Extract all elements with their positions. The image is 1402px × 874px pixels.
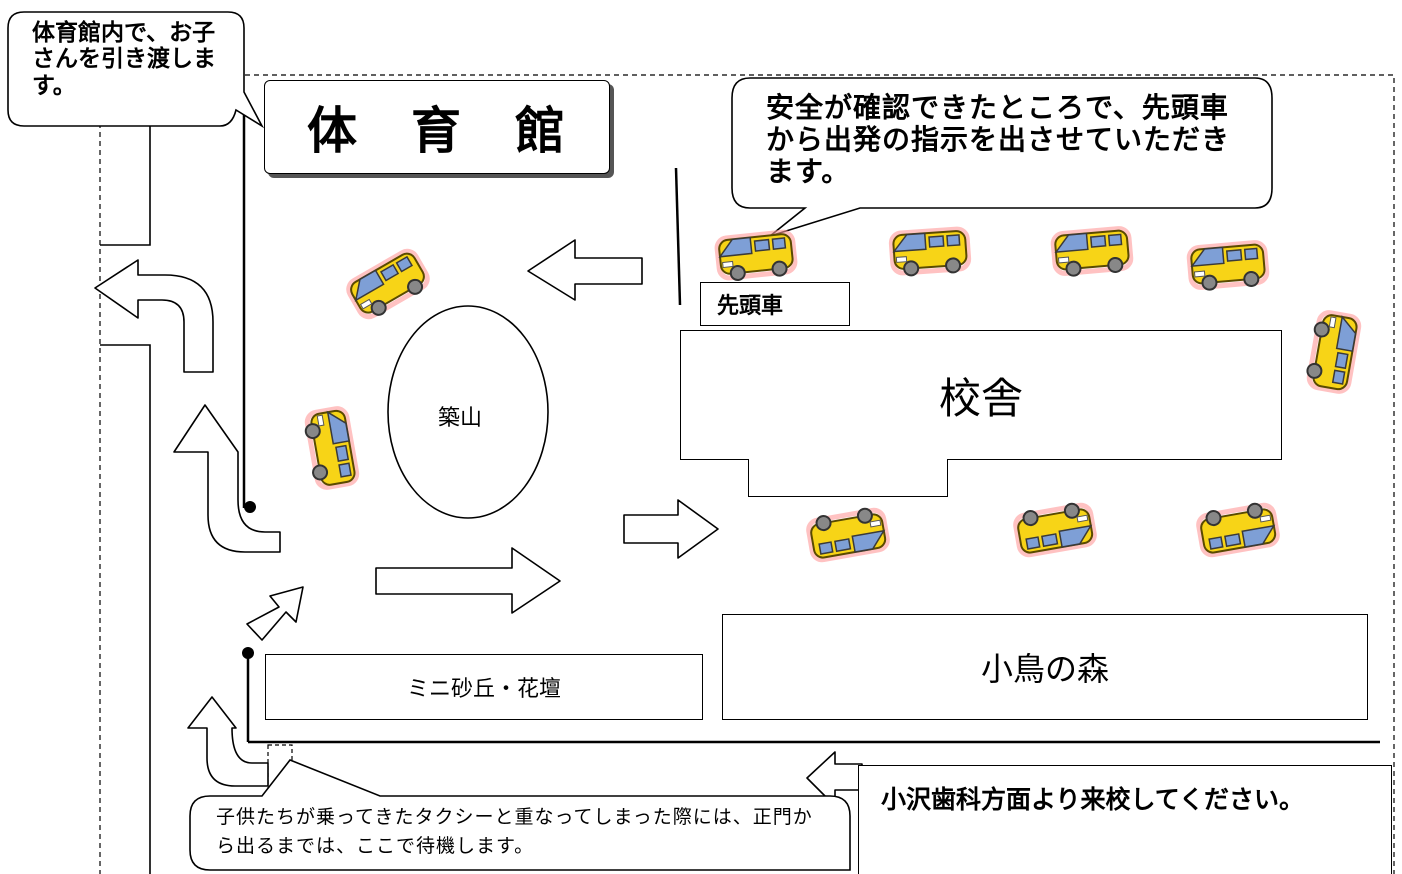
lead-car-label: 先頭車 [717,294,784,319]
direction-arrows [94,239,863,807]
mini-dune-label: ミニ砂丘・花壇 [406,677,561,702]
arrow-curve-up-bottom-icon [187,696,269,787]
van-icon-tsukiyama-top [345,248,432,323]
van-row-bottom [807,501,1279,562]
arrow-right-small-icon [623,499,719,559]
bird-forest-label: 小鳥の森 [980,650,1109,688]
speech-bubbles [7,11,1273,871]
approach-route-box: 小沢歯科方面より来校してください。 [858,765,1392,874]
van-icon-3 [1052,228,1131,277]
van-icon-bottom-1 [807,506,889,562]
handover-bubble-shape [7,11,265,129]
school-building: 校舎 [680,330,1282,460]
road-lines [100,105,151,874]
van-icon-right-side [1305,311,1361,393]
approach-route-label: 小沢歯科方面より来校してください。 [881,785,1305,814]
tsukiyama-label: 築山 [438,406,483,431]
fence-lines [242,115,1380,744]
van-icon-bottom-3 [1197,501,1279,557]
departure-bubble-shape [731,77,1273,237]
tsukiyama-mound [387,305,549,519]
gate-post-bottom [242,647,254,659]
waiting-callout-text: 子供たちが乗ってきたタクシーと重なってしまった際には、正門から出るまでは、ここで… [216,806,813,857]
site-boundary [99,74,1395,874]
arrow-diagonal-up-icon [246,586,304,641]
van-icon-bottom-2 [1014,501,1096,557]
arrow-uturn-exit-icon [94,259,214,373]
gate-post-top [244,501,256,513]
van-icon-lead [716,231,796,282]
gymnasium-label-box: 体 育 館 [264,80,610,174]
school-building-label: 校舎 [938,373,1023,423]
arrow-curve-up-mid-icon [173,404,281,553]
departure-callout-text: 安全が確認できたところで、先頭車から出発の指示を出させていただきます。 [766,91,1231,189]
arrow-right-large-icon [375,547,561,614]
arrow-entry-left-icon [806,751,863,807]
van-icon-4 [1188,242,1267,291]
lead-car-label-box: 先頭車 [700,282,850,326]
arrow-left-top-icon [527,239,643,301]
school-building-annex [748,459,948,497]
gymnasium-label: 体 育 館 [307,102,567,160]
mini-dune-flowerbed: ミニ砂丘・花壇 [265,654,703,720]
waiting-bubble-shape [189,759,851,871]
van-icon-tsukiyama-left [303,407,359,489]
handover-callout-text: 体育館内で、お子さんを引き渡します。 [32,20,216,99]
van-icon-2 [891,228,970,276]
bird-forest: 小鳥の森 [722,614,1368,720]
